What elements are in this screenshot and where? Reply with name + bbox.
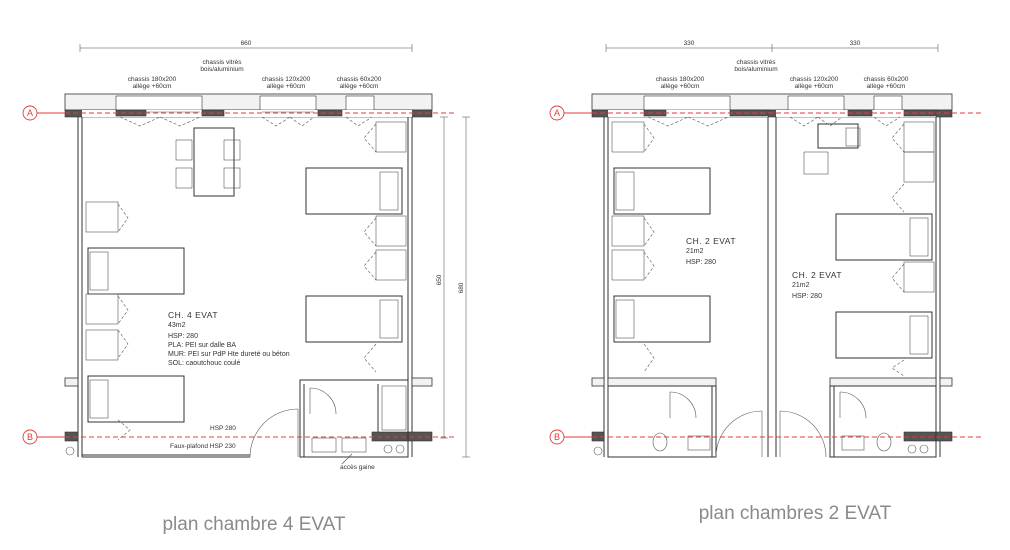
left-table-chairs — [175, 127, 241, 197]
left-caption: plan chambre 4 EVAT — [162, 514, 345, 535]
right-room-a-hsp: HSP: 280 — [686, 259, 716, 266]
left-beds-east — [305, 121, 407, 373]
right-dim-left: 330 — [684, 40, 695, 47]
left-room-mur: MUR: PEI sur PdP Hte dureté ou béton — [168, 351, 290, 358]
left-hsp-line: HSP 280 — [210, 425, 236, 432]
right-room-a-area: 21m2 — [686, 248, 704, 255]
right-chassis-1b: allège +60cm — [661, 83, 700, 90]
left-dim-width: 660 — [241, 40, 252, 47]
right-chassis-2: chassis 120x200 — [790, 76, 839, 83]
left-beds-west — [85, 201, 185, 441]
left-bathroom — [249, 379, 409, 458]
right-plan: 330 330 chassis vitrés bois/aluminium ch… — [591, 40, 953, 524]
right-caption: plan chambres 2 EVAT — [699, 503, 892, 524]
left-chassis-2b: allège +60cm — [267, 83, 306, 90]
right-top-dimension: 330 330 — [605, 40, 939, 52]
left-chassis-3b: allège +60cm — [340, 83, 379, 90]
left-chassis-1: chassis 180x200 — [128, 76, 177, 83]
left-chassis-center: chassis vitrés — [202, 59, 242, 66]
left-chassis-3: chassis 60x200 — [337, 76, 382, 83]
left-room-info: CH. 4 EVAT 43m2 HSP: 280 PLA: PEI sur da… — [168, 310, 375, 471]
right-walls — [591, 117, 953, 457]
right-bathrooms — [607, 385, 937, 458]
left-chassis-1b: allège +60cm — [133, 83, 172, 90]
right-dim-right: 330 — [850, 40, 861, 47]
left-chassis-labels: chassis vitrés bois/aluminium chassis 18… — [128, 59, 382, 90]
right-chassis-center: chassis vitrés — [736, 59, 776, 66]
axis-a: A A — [22, 105, 982, 121]
left-acces-gaine: accès gaine — [340, 464, 375, 471]
left-dim-height-inner: 650 — [436, 274, 443, 285]
axis-a-label-left: A — [27, 108, 33, 118]
right-chassis-labels: chassis vitrés bois/aluminium chassis 18… — [656, 59, 909, 90]
right-chassis-3: chassis 60x200 — [864, 76, 909, 83]
right-beds — [611, 121, 935, 377]
axis-a-label-right: A — [554, 108, 560, 118]
right-room-b-area: 21m2 — [792, 282, 810, 289]
left-walls — [64, 117, 433, 458]
left-plan: 660 chassis vitrés bois/aluminium chassi… — [64, 40, 470, 535]
axis-b: B B — [22, 429, 982, 445]
right-desk — [803, 123, 861, 175]
left-top-dimension: 660 — [79, 40, 413, 52]
left-room-title: CH. 4 EVAT — [168, 310, 218, 320]
right-chassis-2b: allège +60cm — [795, 83, 834, 90]
left-faux-plafond: Faux-plafond HSP 230 — [170, 443, 236, 450]
right-room-a-title: CH. 2 EVAT — [686, 236, 736, 246]
left-side-dimensions: 650 680 — [436, 116, 470, 458]
left-room-sol: SOL: caoutchouc coulé — [168, 360, 240, 367]
left-dim-height-outer: 680 — [458, 282, 465, 293]
left-room-area: 43m2 — [168, 322, 186, 329]
left-room-pla: PLA: PEI sur dalle BA — [168, 342, 236, 349]
axis-b-label-right: B — [554, 432, 560, 442]
right-facade-wall — [591, 93, 953, 118]
right-chassis-1: chassis 180x200 — [656, 76, 705, 83]
axis-b-label-left: B — [27, 432, 33, 442]
left-room-hsp: HSP: 280 — [168, 333, 198, 340]
left-chassis-center-2: bois/aluminium — [200, 66, 243, 73]
right-room-b-hsp: HSP: 280 — [792, 293, 822, 300]
right-chassis-center-2: bois/aluminium — [734, 66, 777, 73]
left-facade-wall — [64, 93, 433, 118]
right-chassis-3b: allège +60cm — [867, 83, 906, 90]
left-window-swings — [119, 116, 373, 127]
right-room-info: CH. 2 EVAT 21m2 HSP: 280 CH. 2 EVAT 21m2… — [686, 236, 842, 300]
right-room-b-title: CH. 2 EVAT — [792, 270, 842, 280]
right-window-swings — [647, 116, 901, 127]
left-chassis-2: chassis 120x200 — [262, 76, 311, 83]
